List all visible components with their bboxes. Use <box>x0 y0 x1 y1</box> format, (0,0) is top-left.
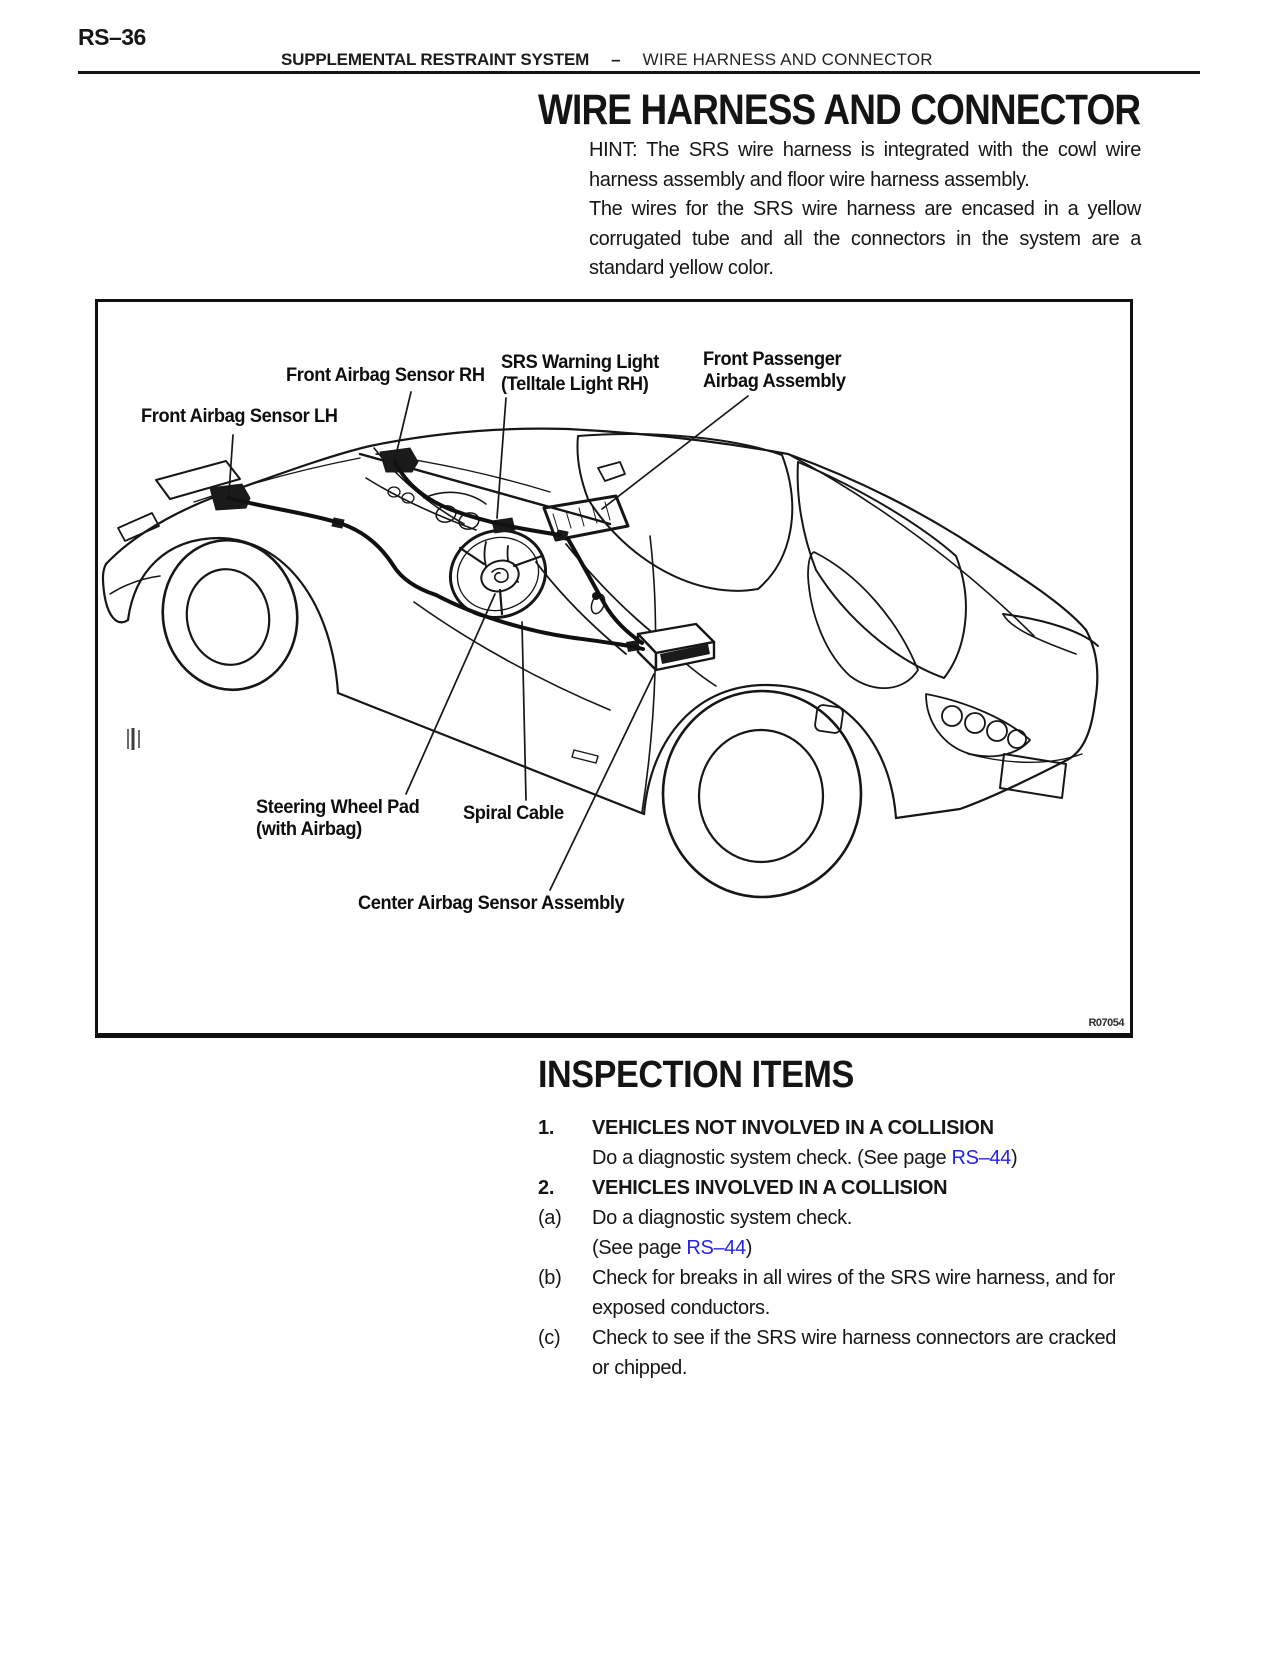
hint-line: harness assembly and floor wire harness … <box>589 168 1030 191</box>
item-marker: 1. <box>538 1117 555 1139</box>
figure-code: R07054 <box>1088 1017 1124 1029</box>
label-front-airbag-sensor-rh: Front Airbag Sensor RH <box>286 365 485 386</box>
scan-artifact <box>127 728 140 750</box>
page-link-rs44[interactable]: RS–44 <box>686 1237 746 1259</box>
item-text: (See page RS–44) <box>592 1233 1178 1263</box>
page-title: WIRE HARNESS AND CONNECTOR <box>538 89 1238 132</box>
header-rule <box>78 71 1200 74</box>
item-text-line: exposed conductors. <box>592 1297 770 1319</box>
inspection-item: (See page RS–44) <box>538 1233 1178 1263</box>
label-front-passenger-airbag: Front Passenger Airbag Assembly <box>703 349 846 392</box>
hint-line: standard yellow color. <box>589 257 774 280</box>
hint-line: corrugated tube and all the connectors i… <box>589 227 1141 250</box>
item-text: Check to see if the SRS wire harness con… <box>592 1323 1178 1383</box>
label-front-airbag-sensor-lh: Front Airbag Sensor LH <box>141 406 338 427</box>
car-diagram-illustration <box>101 391 1099 899</box>
figure-frame: Front Airbag Sensor LH Front Airbag Sens… <box>95 299 1133 1038</box>
item-title: VEHICLES INVOLVED IN A COLLISION <box>592 1177 948 1199</box>
label-srs-warning-light: SRS Warning Light (Telltale Light RH) <box>501 352 659 395</box>
page-link-rs44[interactable]: RS–44 <box>951 1147 1012 1169</box>
item-text-line: or chipped. <box>592 1357 688 1379</box>
item-text-pre: (See page <box>592 1237 687 1259</box>
item-text-pre: Do a diagnostic system check. (See page <box>592 1147 952 1169</box>
item-marker: (c) <box>538 1327 561 1349</box>
inspection-list: 1. VEHICLES NOT INVOLVED IN A COLLISION … <box>538 1113 1178 1383</box>
item-text-line: Check for breaks in all wires of the SRS… <box>592 1267 1115 1289</box>
item-marker: (b) <box>538 1267 562 1289</box>
running-header: SUPPLEMENTAL RESTRAINT SYSTEM – WIRE HAR… <box>281 50 933 70</box>
inspection-item: 1. VEHICLES NOT INVOLVED IN A COLLISION <box>538 1113 1178 1143</box>
running-header-separator: – <box>611 50 621 69</box>
inspection-item: 2. VEHICLES INVOLVED IN A COLLISION <box>538 1173 1178 1203</box>
item-marker: (a) <box>538 1207 562 1229</box>
inspection-item: (a) Do a diagnostic system check. <box>538 1203 1178 1233</box>
item-text-post: ) <box>1010 1147 1018 1169</box>
item-text: Do a diagnostic system check. (See page … <box>592 1143 1178 1173</box>
label-center-airbag-sensor: Center Airbag Sensor Assembly <box>358 893 625 914</box>
item-text: Check for breaks in all wires of the SRS… <box>592 1263 1178 1323</box>
inspection-heading: INSPECTION ITEMS <box>538 1056 889 1094</box>
hint-line: HINT: The SRS wire harness is integrated… <box>589 139 1141 161</box>
item-text-line: Check to see if the SRS wire harness con… <box>592 1327 1117 1349</box>
hint-line: The wires for the SRS wire harness are e… <box>589 198 1141 221</box>
label-steering-wheel-pad: Steering Wheel Pad (with Airbag) <box>256 797 420 840</box>
item-title: VEHICLES NOT INVOLVED IN A COLLISION <box>592 1117 994 1139</box>
item-text-post: ) <box>745 1237 753 1259</box>
label-spiral-cable: Spiral Cable <box>463 803 564 824</box>
page-title-text: WIRE HARNESS AND CONNECTOR <box>538 86 1141 134</box>
inspection-item: Do a diagnostic system check. (See page … <box>538 1143 1178 1173</box>
hint-paragraph: HINT: The SRS wire harness is integrated… <box>589 136 1141 284</box>
inspection-item: (b) Check for breaks in all wires of the… <box>538 1263 1178 1323</box>
inspection-heading-text: INSPECTION ITEMS <box>538 1054 854 1096</box>
running-header-section: SUPPLEMENTAL RESTRAINT SYSTEM <box>281 50 590 69</box>
inspection-item: (c) Check to see if the SRS wire harness… <box>538 1323 1178 1383</box>
item-marker: 2. <box>538 1177 555 1199</box>
item-text: Do a diagnostic system check. <box>592 1207 852 1229</box>
running-header-topic: WIRE HARNESS AND CONNECTOR <box>642 50 933 69</box>
page-number: RS–36 <box>78 24 146 50</box>
